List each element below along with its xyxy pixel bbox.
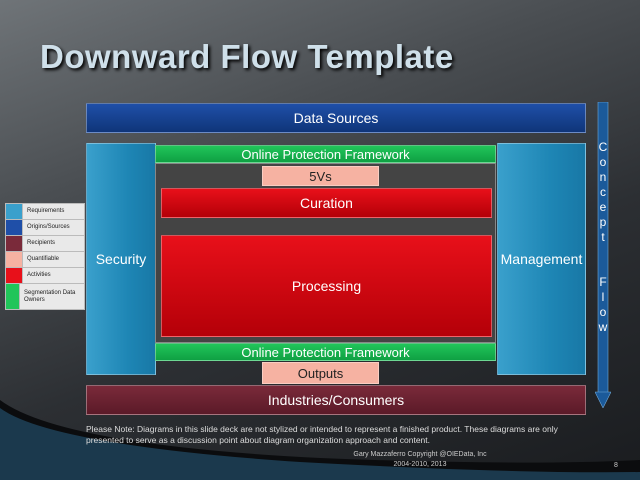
data-sources-box: Data Sources	[86, 103, 586, 133]
copyright: Gary Mazzaferro Copyright @OIEData, Inc …	[330, 450, 510, 470]
legend-swatch	[6, 268, 23, 283]
legend-label: Origins/Sources	[27, 224, 70, 230]
concept-flow-letter: t	[601, 230, 605, 244]
legend-label: Recipients	[27, 240, 56, 246]
legend-label: Segmentation Data Owners	[24, 289, 76, 303]
concept-flow-arrow	[595, 102, 611, 408]
concept-flow-letter: o	[599, 155, 607, 169]
legend: Requirements Origins/Sources Recipients …	[5, 203, 85, 310]
note-text: Diagrams in this slide deck are not styl…	[86, 424, 558, 445]
legend-swatch	[6, 236, 23, 251]
legend-label: Requirements	[27, 208, 65, 214]
copyright-years: 2004-2010, 2013	[393, 461, 447, 468]
legend-item: Origins/Sources	[6, 220, 84, 236]
concept-flow-letter: w	[598, 320, 608, 334]
legend-item: Recipients	[6, 236, 84, 252]
concept-flow-letter: n	[599, 170, 607, 184]
five-vs-box: 5Vs	[262, 166, 379, 186]
legend-item: Segmentation Data Owners	[6, 284, 84, 309]
concept-flow-letter: F	[599, 275, 607, 289]
management-box: Management	[497, 143, 586, 375]
concept-flow-label: C o n c e p t F l o w	[592, 140, 614, 335]
concept-flow-letter: c	[600, 185, 606, 199]
legend-label: Quantifiable	[27, 256, 60, 262]
concept-flow-letter: e	[599, 200, 607, 214]
legend-item: Quantifiable	[6, 252, 84, 268]
concept-flow-letter: p	[599, 215, 607, 229]
concept-flow-letter: o	[599, 305, 607, 319]
legend-swatch	[6, 284, 21, 309]
decorative-swoosh	[0, 400, 640, 480]
legend-item: Activities	[6, 268, 84, 284]
legend-item: Requirements	[6, 204, 84, 220]
page-title: Downward Flow Template	[40, 38, 454, 75]
opf-top-box: Online Protection Framework	[155, 145, 496, 163]
industries-consumers-box: Industries/Consumers	[86, 385, 586, 415]
opf-bottom-box: Online Protection Framework	[155, 343, 496, 361]
note-prefix: Please Note:	[86, 424, 135, 434]
processing-box: Processing	[161, 235, 492, 337]
legend-swatch	[6, 252, 23, 267]
outputs-box: Outputs	[262, 362, 379, 384]
legend-swatch	[6, 204, 23, 219]
curation-box: Curation	[161, 188, 492, 218]
concept-flow-letter: C	[598, 140, 608, 154]
concept-flow-gap	[592, 245, 614, 275]
legend-swatch	[6, 220, 23, 235]
page-number: 8	[614, 462, 618, 469]
concept-flow-letter: l	[601, 290, 605, 304]
copyright-line: Gary Mazzaferro Copyright @OIEData, Inc	[353, 451, 487, 458]
disclaimer-note: Please Note: Diagrams in this slide deck…	[86, 424, 586, 446]
security-box: Security	[86, 143, 156, 375]
legend-label: Activities	[27, 272, 51, 278]
